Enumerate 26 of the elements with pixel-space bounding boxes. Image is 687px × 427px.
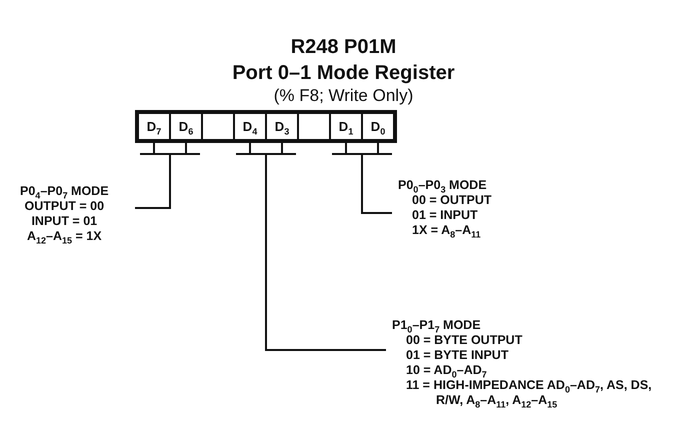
bit-cell: D$_{3}$ [266, 113, 298, 140]
leader-line [361, 140, 392, 214]
bit-cell: D$_{6}$ [170, 113, 202, 140]
mode-setting: INPUT = 01 [30, 214, 98, 229]
mode-heading: P0$_{4}$–P0$_{7}$ MODE [20, 184, 109, 199]
mode-setting: 00 = BYTE OUTPUT [405, 333, 524, 348]
leader-line [135, 140, 187, 209]
bit-cell: D$_{7}$ [138, 113, 170, 140]
mode-setting: 11 = HIGH-IMPEDANCE AD$_{0}$–AD$_{7}$, AS, DS, R/W, A$_{8}$–A$_{11}$, A$_{12}$–A$_{15}$ [405, 378, 653, 408]
title: R248 P01M [290, 36, 398, 59]
subtitle: Port 0–1 Mode Register [231, 62, 456, 85]
mode-heading: P0$_{0}$–P0$_{3}$ MODE [398, 178, 488, 193]
mode-setting: 1X = A$_{8}$–A$_{11}$ [411, 223, 482, 238]
bit-cell [202, 113, 234, 140]
mode-heading: P1$_{0}$–P1$_{7}$ MODE [392, 318, 482, 333]
mode-setting: 10 = AD$_{0}$–AD$_{7}$ [405, 363, 488, 378]
register-address-note: (% F8; Write Only) [272, 86, 414, 106]
mode-setting: A$_{12}$–A$_{15}$ = 1X [26, 229, 103, 244]
bit-cell: D$_{1}$ [330, 113, 362, 140]
bit-cell: D$_{0}$ [362, 113, 394, 140]
bit-cell [298, 113, 330, 140]
mode-setting: 00 = OUTPUT [411, 193, 493, 208]
mode-setting: 01 = BYTE INPUT [405, 348, 510, 363]
mode-setting: OUTPUT = 00 [24, 199, 106, 214]
bit-cell: D$_{4}$ [234, 113, 266, 140]
mode-setting: 01 = INPUT [411, 208, 479, 223]
